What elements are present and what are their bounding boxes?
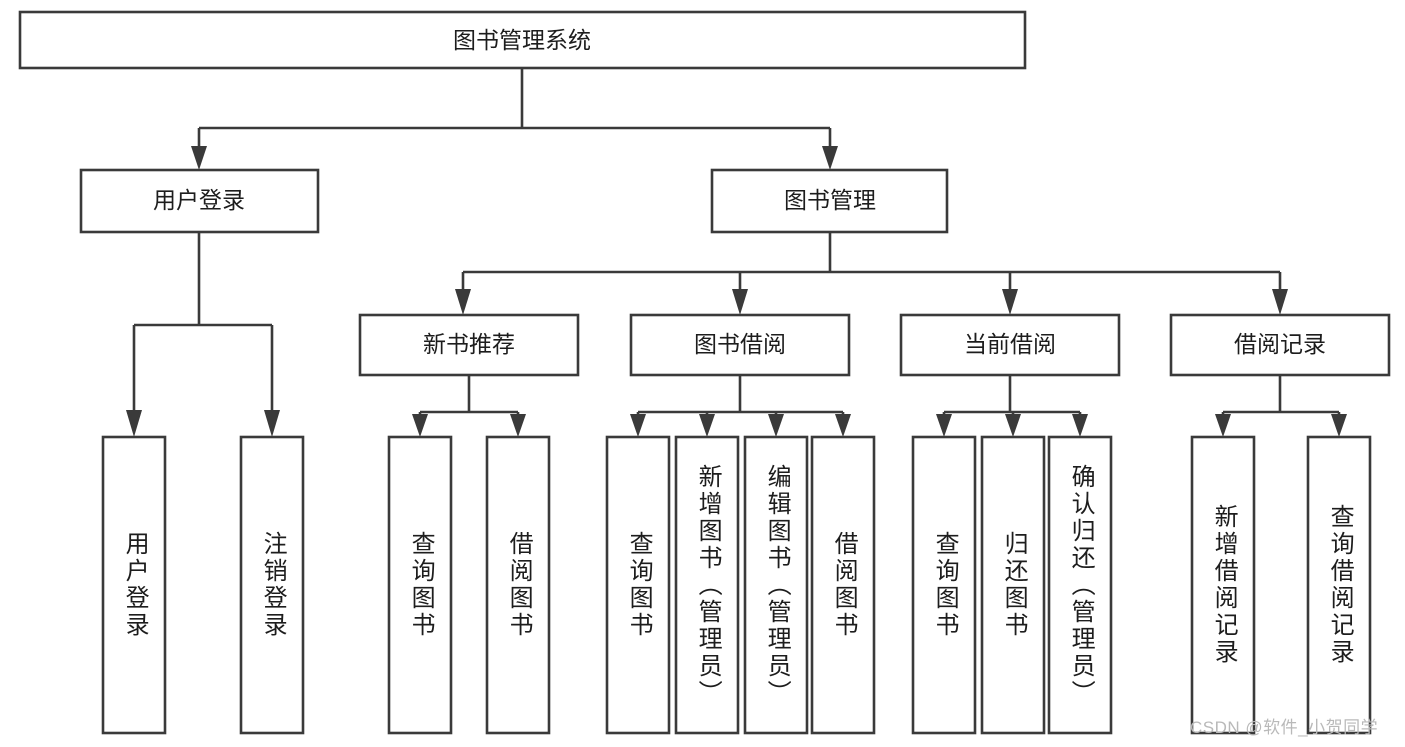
node-new-book-recommend-box[interactable] <box>358 313 580 377</box>
leaf-box-book-borrow-3[interactable] <box>743 435 809 735</box>
connector-group-borrow-record <box>1215 375 1347 437</box>
node-user-login-label: 用户登录 <box>153 187 245 213</box>
node-current-borrow-label: 当前借阅 <box>964 331 1056 357</box>
arrow-head-leaf-borrow-record-2 <box>1331 414 1347 437</box>
arrow-head-leaf-book-borrow-4 <box>835 414 851 437</box>
leaf-box-book-borrow-4[interactable] <box>810 435 876 735</box>
leaf-boxes-new-book-recommend <box>387 435 551 735</box>
node-new-book-recommend[interactable]: 新书推荐 <box>358 313 580 377</box>
connector-group-user-login <box>126 232 280 437</box>
arrow-head-book-borrow <box>732 289 748 315</box>
arrow-head-leaf-new-book-2 <box>510 414 526 437</box>
arrow-head-leaf-borrow-record-1 <box>1215 414 1231 437</box>
node-book-manage-label: 图书管理 <box>784 187 876 213</box>
node-root[interactable]: 图书管理系统 <box>18 10 1027 70</box>
arrow-head-leaf-current-borrow-2 <box>1005 414 1021 437</box>
leaf-box-user-login-2[interactable] <box>239 435 305 735</box>
leaf-box-user-login-1[interactable] <box>101 435 167 735</box>
node-user-login-box[interactable] <box>79 168 320 234</box>
leaf-box-current-borrow-2[interactable] <box>980 435 1046 735</box>
node-user-login[interactable]: 用户登录 <box>79 168 320 234</box>
node-borrow-record-box[interactable] <box>1169 313 1391 377</box>
arrow-head-new-book <box>455 289 471 315</box>
connector-group-root <box>191 68 838 170</box>
watermark-text: CSDN @软件_小贺同学 <box>1190 718 1379 737</box>
arrow-head-leaf-current-borrow-1 <box>936 414 952 437</box>
arrow-head-leaf-user-login-1 <box>126 410 142 437</box>
leaf-box-borrow-record-2[interactable] <box>1306 435 1372 735</box>
node-book-manage[interactable]: 图书管理 <box>710 168 949 234</box>
node-borrow-record-label: 借阅记录 <box>1234 331 1326 357</box>
node-book-borrow-box[interactable] <box>629 313 851 377</box>
connector-group-book-manage <box>455 232 1288 315</box>
leaf-box-new-book-2[interactable] <box>485 435 551 735</box>
connector-group-book-borrow <box>630 375 851 437</box>
arrow-head-current-borrow <box>1002 289 1018 315</box>
node-new-book-recommend-label: 新书推荐 <box>423 331 515 357</box>
node-borrow-record[interactable]: 借阅记录 <box>1169 313 1391 377</box>
connector-group-new-book <box>412 375 526 437</box>
node-root-box[interactable] <box>18 10 1027 70</box>
arrow-head-borrow-record <box>1272 289 1288 315</box>
leaf-boxes-borrow-record <box>1190 435 1372 735</box>
leaf-box-book-borrow-2[interactable] <box>674 435 740 735</box>
node-book-manage-box[interactable] <box>710 168 949 234</box>
arrow-head-leaf-book-borrow-2 <box>699 414 715 437</box>
arrow-head-leaf-book-borrow-3 <box>768 414 784 437</box>
arrow-head-leaf-current-borrow-3 <box>1072 414 1088 437</box>
leaf-box-current-borrow-1[interactable] <box>911 435 977 735</box>
node-current-borrow-box[interactable] <box>899 313 1121 377</box>
leaf-boxes-user-login <box>101 435 305 735</box>
leaf-box-current-borrow-3[interactable] <box>1047 435 1113 735</box>
leaf-box-borrow-record-1[interactable] <box>1190 435 1256 735</box>
leaf-box-book-borrow-1[interactable] <box>605 435 671 735</box>
node-book-borrow-label: 图书借阅 <box>694 331 786 357</box>
arrow-head-leaf-new-book-1 <box>412 414 428 437</box>
leaf-box-new-book-1[interactable] <box>387 435 453 735</box>
node-root-label: 图书管理系统 <box>453 27 591 53</box>
arrow-head-leaf-user-login-2 <box>264 410 280 437</box>
arrow-head-book-manage <box>822 146 838 170</box>
leaf-boxes-book-borrow <box>605 435 876 735</box>
node-current-borrow[interactable]: 当前借阅 <box>899 313 1121 377</box>
arrow-head-user-login <box>191 146 207 170</box>
node-book-borrow[interactable]: 图书借阅 <box>629 313 851 377</box>
connector-group-current-borrow <box>936 375 1088 437</box>
leaf-boxes-current-borrow <box>911 435 1113 735</box>
arrow-head-leaf-book-borrow-1 <box>630 414 646 437</box>
